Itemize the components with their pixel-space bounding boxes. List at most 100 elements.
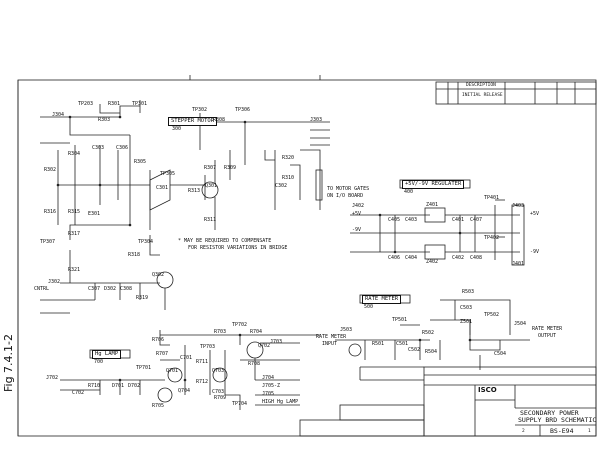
label-r502: R502 xyxy=(422,330,435,336)
label-r708: R708 xyxy=(248,361,261,367)
label-r304: R304 xyxy=(68,151,81,157)
label-r705: R705 xyxy=(152,403,165,409)
block-hg-lamp-title: Hg LAMP xyxy=(95,351,119,357)
label-q704: Q704 xyxy=(178,388,191,394)
label-r503: R503 xyxy=(462,289,475,295)
label-j304: J304 xyxy=(52,112,65,118)
label-j303: J303 xyxy=(310,117,323,123)
label-e301: E301 xyxy=(88,211,101,217)
label-j402: J402 xyxy=(352,203,365,209)
block-rate-meter-title: RATE METER xyxy=(365,296,399,302)
label-j704: J704 xyxy=(262,375,275,381)
label-r307: R307 xyxy=(204,165,217,171)
block-regulator-title: +5V/-9V REGULATER xyxy=(405,181,462,187)
label-tp502: TP502 xyxy=(484,312,500,318)
label-r712: R712 xyxy=(196,379,209,385)
label-c503: C503 xyxy=(460,305,473,311)
label-q701: Q701 xyxy=(166,368,179,374)
label-tp501: TP501 xyxy=(392,317,408,323)
block-hg-lamp-number: 700 xyxy=(94,359,104,365)
block-stepper-motor-number: 300 xyxy=(172,126,182,132)
label-r501: R501 xyxy=(372,341,385,347)
company-logo-text: ISCO xyxy=(478,386,497,394)
label-r320: R320 xyxy=(282,155,295,161)
label-tp704: TP704 xyxy=(232,401,248,407)
title-block xyxy=(423,366,597,437)
label-r706: R706 xyxy=(152,337,165,343)
label-q703: Q703 xyxy=(212,368,225,374)
label-r310: R310 xyxy=(282,175,295,181)
note-rate-meter-output-1: RATE METER xyxy=(532,326,563,332)
label-tp305: TP305 xyxy=(160,171,176,177)
drawing-number: BS-E94 xyxy=(550,427,574,435)
label-tp703: TP703 xyxy=(200,344,216,350)
note-motor-gates-1: TO MOTOR GATES xyxy=(327,186,370,192)
note-rate-meter-input-1: RATE METER xyxy=(316,334,347,340)
label-c504: C504 xyxy=(494,351,507,357)
label-r308: R308 xyxy=(213,117,226,123)
label-c306: C306 xyxy=(116,145,129,151)
label-cntrl: CNTRL xyxy=(34,286,50,292)
block-hg-lamp: Hg LAMP xyxy=(92,350,122,359)
label-tp302: TP302 xyxy=(192,107,208,113)
label-plus5v-in: +5V xyxy=(352,211,362,217)
label-r709: R709 xyxy=(214,395,227,401)
sheet-number: 2 xyxy=(522,429,525,434)
note-rate-meter-output-2: OUTPUT xyxy=(538,333,557,339)
label-d702: D702 xyxy=(128,383,141,389)
label-d701: D701 xyxy=(112,383,125,389)
label-q702: Q702 xyxy=(258,343,271,349)
block-regulator: +5V/-9V REGULATER xyxy=(402,180,465,189)
label-c301: C301 xyxy=(156,185,169,191)
label-r704: R704 xyxy=(250,329,263,335)
label-z501: Z501 xyxy=(460,319,473,325)
label-j403: J403 xyxy=(512,203,525,209)
label-r313: R313 xyxy=(188,188,201,194)
label-j702: J702 xyxy=(46,375,59,381)
label-c401: C401 xyxy=(452,217,465,223)
label-q302: Q302 xyxy=(152,272,165,278)
label-tp702: TP702 xyxy=(232,322,248,328)
label-c307: C307 xyxy=(88,286,101,292)
label-j705: J705 xyxy=(262,391,275,397)
label-r303: R303 xyxy=(98,117,111,123)
drawing-border xyxy=(17,79,597,437)
label-r710: R710 xyxy=(88,383,101,389)
label-tp306: TP306 xyxy=(235,107,251,113)
label-c407: C407 xyxy=(470,217,483,223)
label-c402: C402 xyxy=(452,255,465,261)
label-r319: R319 xyxy=(136,295,149,301)
label-j302: J302 xyxy=(48,279,61,285)
block-rate-meter: RATE METER xyxy=(362,295,402,304)
label-tp301: TP301 xyxy=(132,101,148,107)
drawing-title-1: SECONDARY POWER xyxy=(520,409,579,417)
label-r302: R302 xyxy=(44,167,57,173)
label-tp402: TP402 xyxy=(484,235,500,241)
note-motor-gates-2: ON I/O BOARD xyxy=(327,193,364,199)
revisions-header: DESCRIPTION xyxy=(466,83,496,88)
block-stepper-motor: STEPPER MOTOR xyxy=(168,117,218,126)
label-d302: D302 xyxy=(104,286,117,292)
label-r703: R703 xyxy=(214,329,227,335)
label-r305: R305 xyxy=(134,159,147,165)
figure-number: Fig 7.4.1-2 xyxy=(2,333,15,392)
label-c303: C303 xyxy=(92,145,105,151)
drawing-title-2: SUPPLY BRD SCHEMATIC xyxy=(518,416,597,424)
label-r318: R318 xyxy=(128,252,141,258)
block-rate-meter-number: 500 xyxy=(364,304,374,310)
label-c406: C406 xyxy=(388,255,401,261)
label-c702: C702 xyxy=(72,390,85,396)
label-minus9v-in: -9V xyxy=(352,227,362,233)
label-r311: R311 xyxy=(204,217,217,223)
note-compensate-2: FOR RESISTOR VARIATIONS IN BRIDGE xyxy=(188,245,288,251)
label-r321: R321 xyxy=(68,267,81,273)
label-j703: J703 xyxy=(270,339,283,345)
label-j504: J504 xyxy=(514,321,527,327)
revision-number: 1 xyxy=(588,429,591,434)
label-z401: Z401 xyxy=(426,202,439,208)
label-r309: R309 xyxy=(224,165,237,171)
label-j401: J401 xyxy=(512,261,525,267)
label-c403: C403 xyxy=(405,217,418,223)
